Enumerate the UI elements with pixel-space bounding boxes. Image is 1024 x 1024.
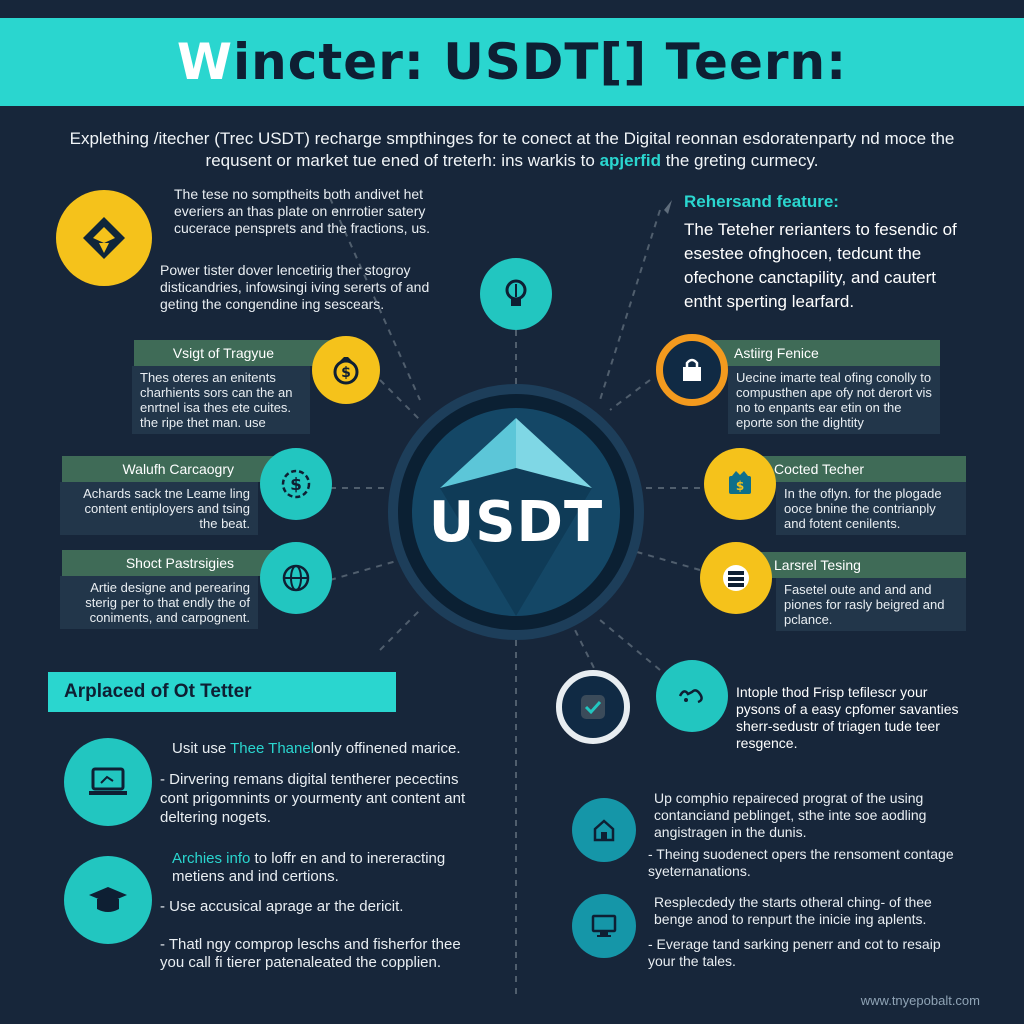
bottom-left-text-3: Archies info to loffr en and to inererac… <box>172 850 446 885</box>
title-banner: Wincter: USDT[] Teern: <box>0 18 1024 106</box>
usdt-label: USDT <box>428 490 604 555</box>
bottom-right-text-2: - Theing suodenect opers the rensoment c… <box>648 846 954 879</box>
left-item-1-text: Thes oteres an enitents charhients sors … <box>132 366 310 434</box>
coin-stack-icon <box>700 542 772 614</box>
svg-text:$: $ <box>341 365 351 381</box>
bottom-left-text-2: - Dirvering remans digital tentherer pec… <box>160 771 466 826</box>
right-mid-text: Intople thod Frisp tefilescr your pysons… <box>736 684 959 751</box>
right-item-1-text: Uecine imarte teal ofing conolly to comp… <box>728 366 940 434</box>
check-icon <box>556 670 630 744</box>
bottom-left-text-4: - Use accusical aprage ar the dericit. <box>160 898 404 915</box>
left-item-3-text: Artie designe and perearing sterig per t… <box>60 576 258 629</box>
bag-icon <box>656 334 728 406</box>
footer-url: www.tnyepobalt.com <box>860 993 980 1008</box>
right-item-1-label: Astiirg Fenice <box>704 340 940 366</box>
intro-line-2: requsent or market tue ened of treterh: … <box>205 151 819 170</box>
right-item-3-text: Fasetel oute and and and piones for rasl… <box>776 578 966 631</box>
money-bag-icon: $ <box>312 336 380 404</box>
top-right-heading: Rehersand feature: <box>684 192 839 211</box>
top-right-body: The Teteher rerianters to fesendic of es… <box>684 220 957 311</box>
left-item-3-label: Shoct Pastrsigies <box>62 550 294 576</box>
intro-text: Explething /itecher (Trec USDT) recharge… <box>40 128 984 172</box>
top-left-paragraph-1: The tese no somptheits both andivet het … <box>174 186 431 236</box>
right-item-2-label: Cocted Techer <box>744 456 966 482</box>
right-item-3-label: Larsrel Tesing <box>744 552 966 578</box>
svg-text:$: $ <box>290 475 302 495</box>
monitor-icon <box>572 894 636 958</box>
diamond-shape <box>440 418 592 616</box>
dollar-icon: $ <box>260 448 332 520</box>
top-left-paragraph-2: Power tister dover lencetirig ther stogr… <box>160 262 430 312</box>
bottom-left-text-1: Usit use Thee Thanelonly offinened maric… <box>172 740 461 757</box>
bottom-left-text-5: - Thatl ngy comprop leschs and fisherfor… <box>160 936 461 971</box>
left-item-1-label: Vsigt of Tragyue <box>134 340 334 366</box>
bottom-right-text-1: Up comphio repaireced prograt of the usi… <box>654 790 927 840</box>
left-item-2-text: Achards sack tne Leame ling content enti… <box>60 482 258 535</box>
bulb-icon <box>480 258 552 330</box>
home-icon <box>572 798 636 862</box>
wallet-icon: $ <box>704 448 776 520</box>
bottom-right-text-3: Resplecdedy the starts otheral ching- of… <box>654 894 932 927</box>
right-item-2-text: In the oflyn. for the plogade ooce bnine… <box>776 482 966 535</box>
globe-icon <box>260 542 332 614</box>
left-item-2-label: Walufh Carcaogry <box>62 456 294 482</box>
page-title: Wincter: USDT[] Teern: <box>176 33 848 91</box>
usdt-hub: USDT <box>388 384 644 640</box>
handshake-icon <box>656 660 728 732</box>
intro-line-1: Explething /itecher (Trec USDT) recharge… <box>69 129 955 148</box>
bottom-right-text-4: - Everage tand sarking penerr and cot to… <box>648 936 941 969</box>
laptop-icon <box>64 738 152 826</box>
graduation-cap-icon <box>64 856 152 944</box>
svg-text:$: $ <box>736 479 744 493</box>
kite-icon <box>56 190 152 286</box>
section-header: Arplaced of Ot Tetter <box>48 672 396 712</box>
